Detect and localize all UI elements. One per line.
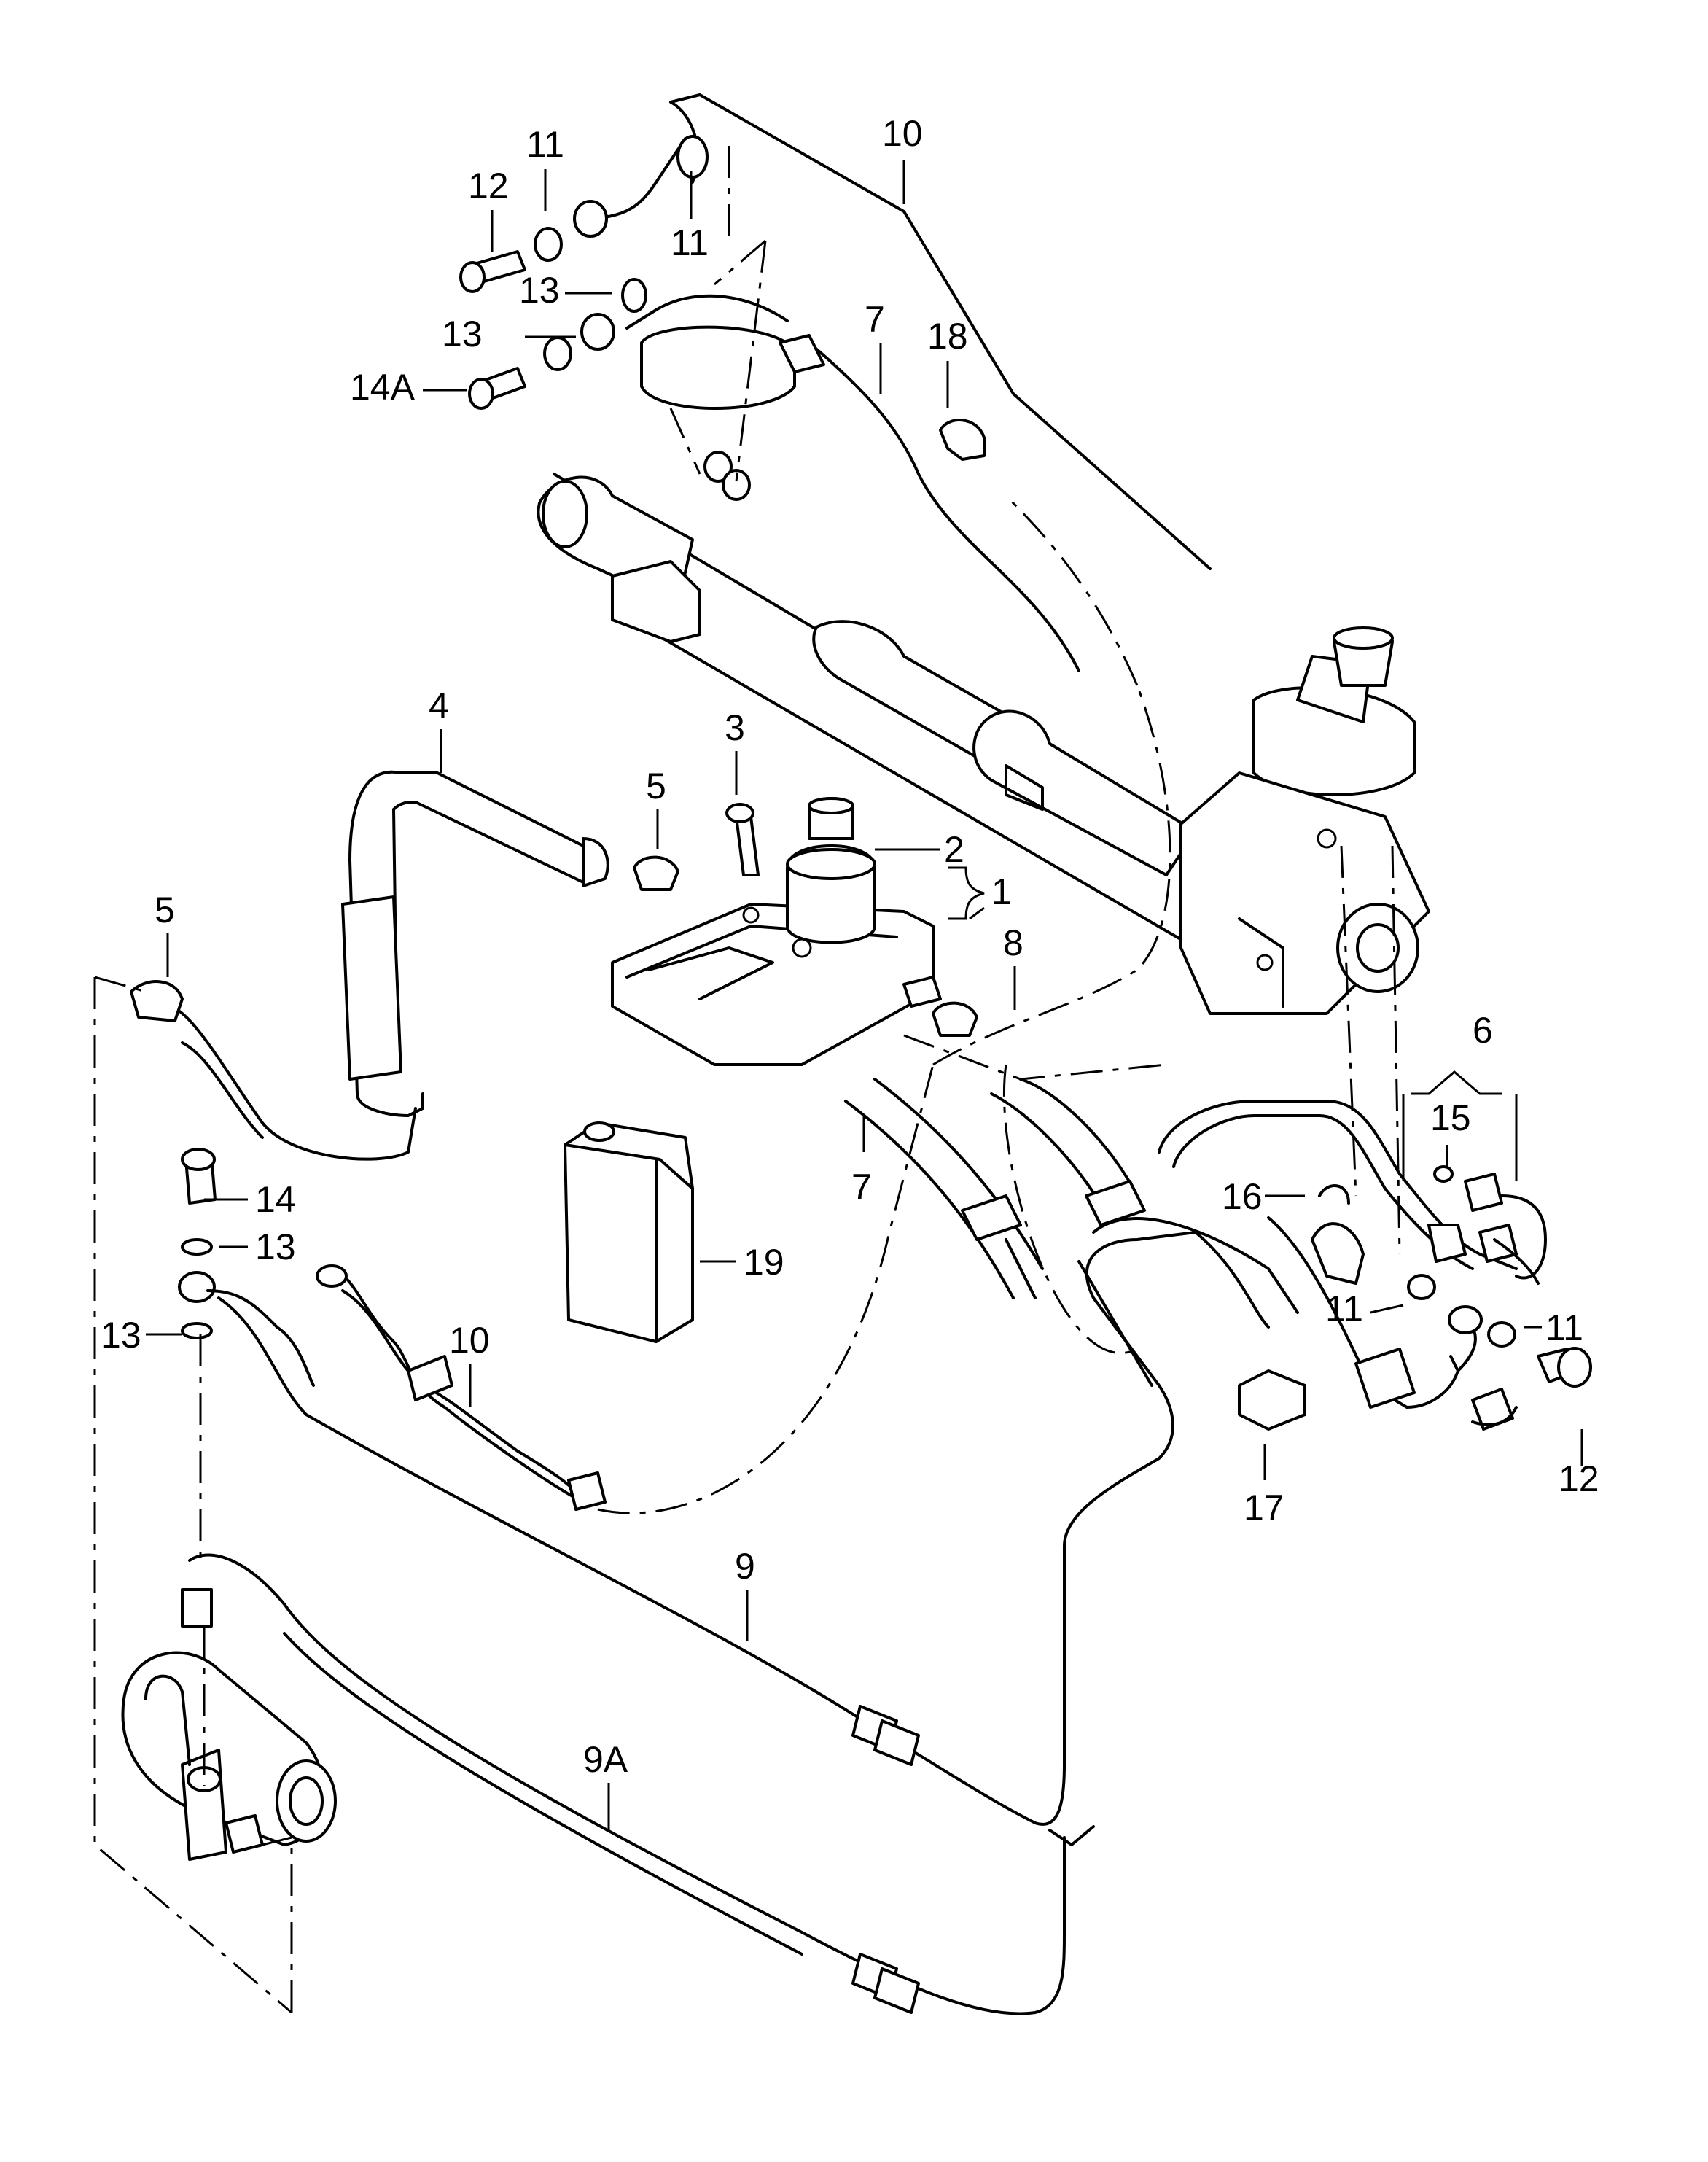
suction-hose-4 (348, 770, 599, 884)
clamp-5-upper (633, 855, 679, 891)
callout-9A: 9A (583, 1739, 628, 1780)
callout-11-right-lower: 11 (1325, 1288, 1363, 1329)
callout-13-left-upper: 13 (255, 1226, 296, 1267)
pressure-pipe-10-lower (334, 1267, 585, 1504)
fluid-bottle-19 (564, 1121, 694, 1343)
washer-11-right (1487, 1321, 1516, 1348)
callout-10-top: 10 (882, 113, 923, 154)
left-banjo-fitting (178, 1148, 315, 1387)
callout-5-upper: 5 (646, 766, 666, 806)
callout-3: 3 (725, 707, 745, 748)
callout-1: 1 (991, 871, 1012, 912)
callout-11-top-left: 11 (526, 124, 564, 165)
steering-rack (537, 473, 1430, 1015)
callout-4: 4 (429, 685, 449, 726)
callout-13-left-lower: 13 (101, 1315, 141, 1356)
suction-hose-lower (166, 1005, 417, 1161)
callout-6: 6 (1473, 1010, 1493, 1051)
clip-18 (939, 419, 986, 461)
clamp-8 (932, 1001, 978, 1037)
callout-11-top-right: 11 (671, 222, 709, 263)
power-steering-pump (121, 1651, 337, 1861)
callout-7-upper: 7 (865, 299, 885, 340)
callout-8: 8 (1003, 922, 1023, 963)
callout-16: 16 (1222, 1176, 1263, 1217)
callouts: 12 11 11 10 13 13 14A 7 18 4 3 5 2 1 5 8… (101, 113, 1599, 1780)
callout-14A: 14A (350, 367, 416, 408)
upper-fittings (459, 135, 825, 501)
leader-lines (146, 160, 1583, 1830)
callout-14: 14 (255, 1179, 296, 1220)
callout-10-lower: 10 (449, 1320, 490, 1361)
pressure-line-9A (188, 1553, 1066, 2015)
callout-12-top: 12 (468, 166, 509, 206)
clip-17 (1238, 1369, 1306, 1431)
callout-18: 18 (927, 316, 968, 357)
callout-15: 15 (1430, 1097, 1471, 1138)
pipe-assembly-6 (1158, 1100, 1547, 1431)
return-hose-7-lower (844, 1078, 1044, 1299)
reservoir (611, 797, 942, 1066)
clamp-16 (1311, 1222, 1365, 1285)
pressure-line-9 (217, 1231, 1270, 1826)
callout-5-left: 5 (155, 890, 175, 930)
callout-12-right: 12 (1559, 1458, 1599, 1499)
washer-11-lower (1407, 1274, 1436, 1300)
callout-17: 17 (1244, 1488, 1284, 1528)
return-pipe-upper (808, 341, 1080, 672)
callout-19: 19 (744, 1242, 784, 1283)
callout-13-upper: 13 (519, 270, 560, 311)
callout-13-lower: 13 (442, 314, 483, 354)
bolt-3 (735, 815, 760, 876)
callout-2: 2 (944, 829, 964, 870)
callout-11-right: 11 (1545, 1307, 1583, 1348)
callout-7-lower: 7 (851, 1167, 872, 1208)
callout-9: 9 (735, 1546, 755, 1587)
